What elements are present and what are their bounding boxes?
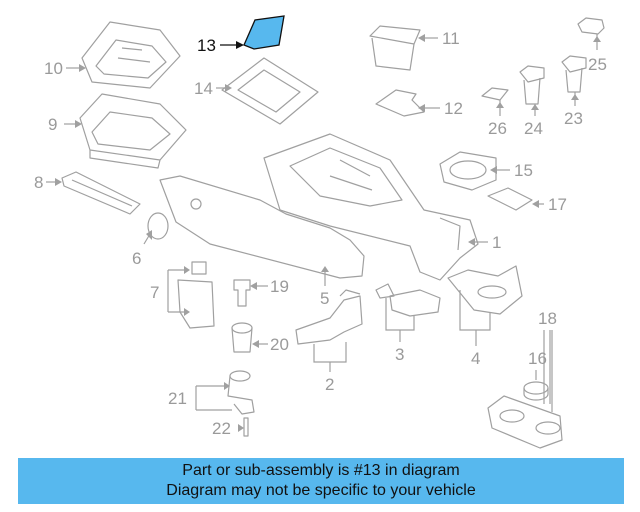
callout-4: 4 (471, 349, 480, 368)
callout-9: 9 (48, 115, 57, 134)
callout-3: 3 (395, 345, 404, 364)
callout-23: 23 (564, 109, 583, 128)
part-10-shape (66, 21, 181, 89)
callout-15: 15 (514, 161, 533, 180)
banner-disclaimer: Diagram may not be specific to your vehi… (166, 482, 476, 499)
part-16-shape (523, 370, 549, 401)
callout-10: 10 (44, 59, 63, 78)
part-21-shape (195, 370, 255, 415)
part-9-shape (64, 93, 187, 169)
part-4-shape (447, 265, 523, 346)
callout-26: 26 (488, 119, 507, 138)
callout-14: 14 (194, 79, 213, 98)
part-1-shape (263, 133, 488, 281)
callout-8: 8 (34, 173, 43, 192)
part-24-shape (519, 65, 545, 116)
part-6-shape (143, 212, 169, 245)
callout-11: 11 (442, 29, 460, 48)
part-5-shape (159, 175, 365, 286)
part-26-shape (481, 87, 509, 116)
part-2-shape (295, 289, 363, 372)
callout-2: 2 (325, 375, 334, 394)
parts-diagram: 13 10 9 8 14 11 12 25 23 24 26 15 17 1 6… (34, 15, 607, 449)
part-3-shape (375, 283, 441, 342)
callout-18: 18 (538, 309, 557, 328)
callout-19: 19 (270, 277, 289, 296)
part-19-shape (233, 279, 268, 307)
callout-7: 7 (150, 283, 159, 302)
part-22-shape (238, 417, 249, 437)
banner-part-note: Part or sub-assembly is #13 in diagram (182, 462, 460, 479)
part-12-shape (375, 89, 440, 117)
callout-16: 16 (528, 349, 547, 368)
part-15-shape (439, 151, 510, 191)
info-banner: Part or sub-assembly is #13 in diagram D… (18, 458, 624, 504)
part-14-shape (216, 57, 319, 125)
part-23-shape (561, 55, 587, 106)
callout-25: 25 (588, 55, 607, 74)
callout-24: 24 (524, 119, 543, 138)
part-7-shape (167, 261, 215, 329)
part-8-shape (46, 171, 141, 215)
callout-21: 21 (168, 389, 187, 408)
callout-12: 12 (444, 99, 463, 118)
part-13-shape[interactable] (220, 15, 285, 50)
callout-22: 22 (212, 419, 231, 438)
callout-6: 6 (132, 249, 141, 268)
callout-1: 1 (492, 233, 501, 252)
callout-13[interactable]: 13 (197, 36, 216, 55)
part-25-shape (577, 17, 605, 50)
part-11-shape (369, 25, 438, 71)
part-20-shape (231, 322, 268, 353)
part-17-shape (487, 187, 544, 211)
callout-5: 5 (320, 289, 329, 308)
callout-17: 17 (548, 195, 567, 214)
part-18-shape (487, 330, 563, 449)
callout-20: 20 (270, 335, 289, 354)
